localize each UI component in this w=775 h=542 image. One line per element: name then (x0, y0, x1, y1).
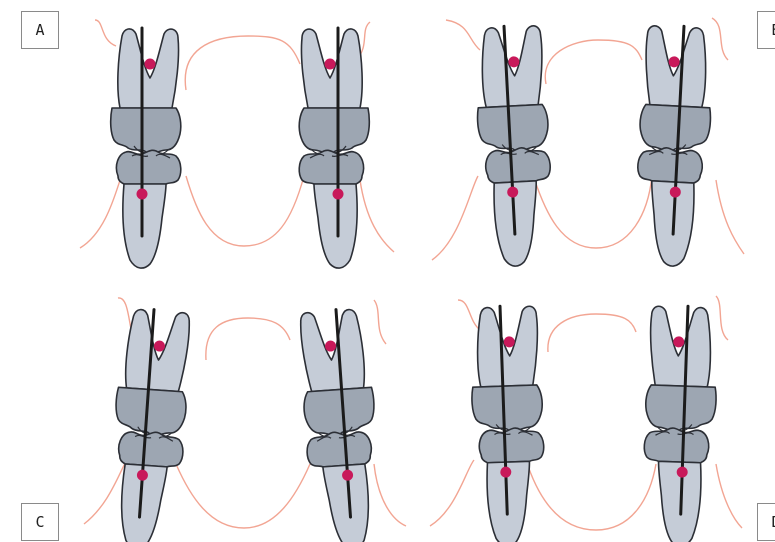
panel-b (432, 18, 744, 268)
tooth-pair-b-right (633, 24, 716, 267)
panel-d (430, 296, 742, 542)
panel-label-c: C (21, 503, 59, 541)
tooth-pair-b-left (473, 24, 556, 267)
panel-label-a: A (21, 11, 59, 49)
panel-c (84, 298, 406, 542)
tooth-pair-c-left (106, 307, 193, 542)
panel-label-d: D (757, 503, 775, 541)
tooth-pair-d-left (469, 305, 547, 542)
tooth-pair-a-right (299, 28, 369, 268)
panel-label-b: B (757, 11, 775, 49)
tooth-pair-a-left (111, 28, 181, 268)
panel-a (80, 20, 394, 268)
tooth-pair-c-right (297, 307, 384, 542)
tooth-pair-d-right (641, 305, 719, 542)
